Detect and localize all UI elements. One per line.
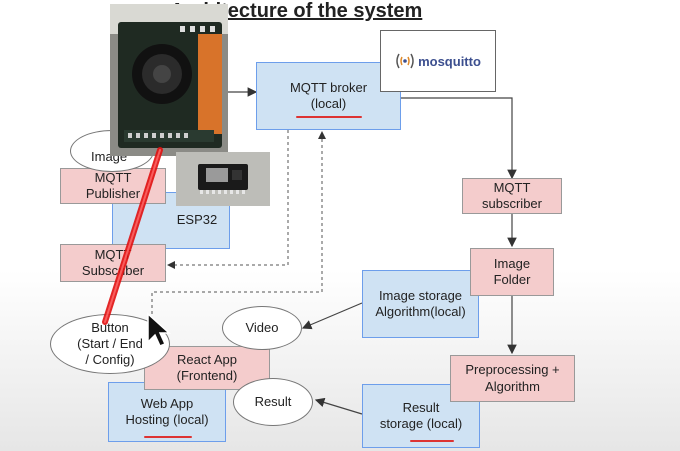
esp32-board-image — [176, 152, 270, 206]
react-app-label: React App (Frontend) — [176, 351, 238, 383]
camera-photo — [110, 4, 228, 156]
image-storage-box: Image storage Algorithm(local) — [362, 270, 479, 338]
mqtt-subscriber-right-box: MQTT subscriber — [462, 178, 562, 214]
web-app-label: Web App Hosting (local) — [125, 395, 209, 427]
link-react-to-broker — [151, 131, 326, 350]
mqtt-publisher-box: MQTT Publisher — [60, 168, 166, 204]
result-label: Result — [254, 393, 292, 409]
link-broker-to-subscriber — [400, 97, 517, 180]
mosquitto-logo-text: mosquitto — [418, 53, 481, 69]
mqtt-subscriber-left-box: MQTT Subscriber — [60, 244, 166, 282]
page-title: Architecture of the system — [170, 0, 423, 22]
image-storage-label: Image storage Algorithm(local) — [375, 287, 466, 319]
esp32-photo — [176, 152, 270, 206]
camera-module-image — [110, 4, 228, 156]
underline-webapp — [144, 436, 192, 438]
link-storage-to-video — [301, 302, 363, 330]
web-app-box: Web App Hosting (local) — [108, 382, 226, 442]
preprocessing-label: Preprocessing + Algorithm — [465, 362, 560, 394]
esp32-label: ESP32 — [176, 212, 218, 228]
mqtt-publisher-label: MQTT Publisher — [85, 169, 141, 201]
mqtt-subscriber-right-label: MQTT subscriber — [482, 179, 542, 211]
mosquitto-logo: mosquitto — [380, 30, 496, 92]
mosquitto-icon — [396, 53, 414, 69]
video-label: Video — [245, 319, 279, 335]
button-label: Button (Start / End / Config) — [77, 319, 143, 368]
result-ellipse: Result — [233, 378, 313, 426]
link-result-storage-to-result — [314, 397, 363, 415]
link-broker-to-left-subscriber — [167, 130, 289, 269]
mqtt-broker-box: MQTT broker (local) — [256, 62, 401, 130]
underline-broker — [296, 116, 362, 118]
mqtt-subscriber-left-label: MQTT Subscriber — [81, 246, 145, 278]
image-folder-label: Image Folder — [493, 255, 531, 287]
result-storage-label: Result storage (local) — [379, 399, 463, 431]
video-ellipse: Video — [222, 306, 302, 350]
underline-result — [410, 440, 454, 442]
preprocessing-box: Preprocessing + Algorithm — [450, 355, 575, 402]
image-folder-box: Image Folder — [470, 248, 554, 296]
mqtt-broker-label: MQTT broker (local) — [289, 79, 368, 111]
mouse-cursor-icon — [147, 312, 171, 347]
